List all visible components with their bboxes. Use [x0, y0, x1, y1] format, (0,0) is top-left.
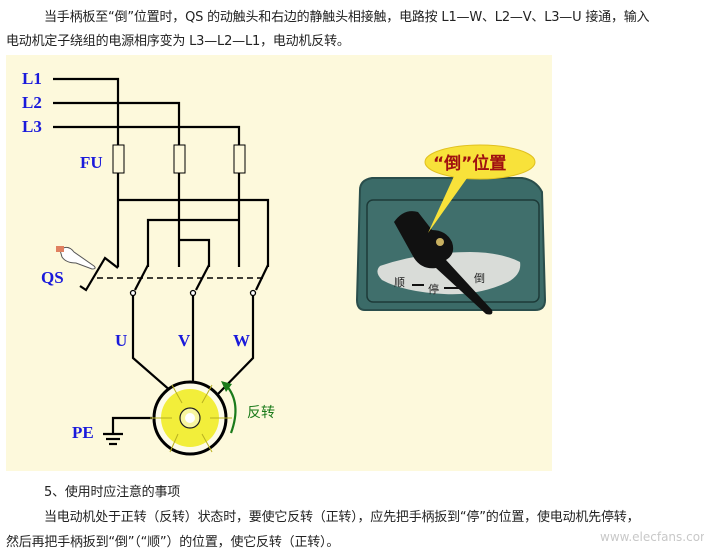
label-l1: L1 [22, 69, 42, 88]
motor [150, 380, 232, 456]
paragraph-1-line-1: 当手柄板至“倒”位置时，QS 的动触头和右边的静触头相接触，电路按 L1—W、L… [44, 10, 650, 25]
rotation-arrow-icon [225, 384, 237, 434]
callout-text: “倒”位置 [433, 153, 506, 174]
label-l3: L3 [22, 117, 42, 136]
reversing-switch-diagram: L1 L2 L3 FU QS U V W PE 反转 顺 停 倒 “倒”位置 [6, 55, 552, 471]
circuit-wires [53, 77, 270, 446]
paragraph-2-line-2: 然后再把手柄扳到“倒”（“顺”）的位置，使它反转（正转）。 [6, 535, 340, 550]
switch-position-forward: 顺 [394, 276, 405, 289]
label-rotation: 反转 [247, 405, 275, 421]
label-pe: PE [72, 423, 94, 442]
paragraph-2-line-1: 当电动机处于正转（反转）状态时，要使它反转（正转），应先把手柄扳到“停”的位置，… [44, 510, 640, 525]
callout-bubble: “倒”位置 [424, 144, 536, 233]
switch-position-stop: 停 [428, 282, 439, 296]
arrow-head-icon [221, 381, 232, 392]
label-w: W [233, 331, 250, 350]
watermark: www.elecfans.com [600, 530, 704, 544]
label-v: V [178, 331, 191, 350]
switch-handle [394, 211, 493, 315]
label-l2: L2 [22, 93, 42, 112]
label-u: U [115, 331, 127, 350]
label-qs: QS [41, 268, 64, 287]
fuses [112, 144, 246, 174]
section-heading-5: 5、使用时应注意的事项 [44, 485, 181, 500]
label-fu: FU [80, 153, 103, 172]
paragraph-1-line-2: 电动机定子绕组的电源相序变为 L3—L2—L1，电动机反转。 [6, 34, 350, 49]
switch-pivots [129, 289, 257, 297]
switch-position-reverse: 倒 [474, 272, 485, 285]
hand-pointer-icon [56, 246, 96, 270]
